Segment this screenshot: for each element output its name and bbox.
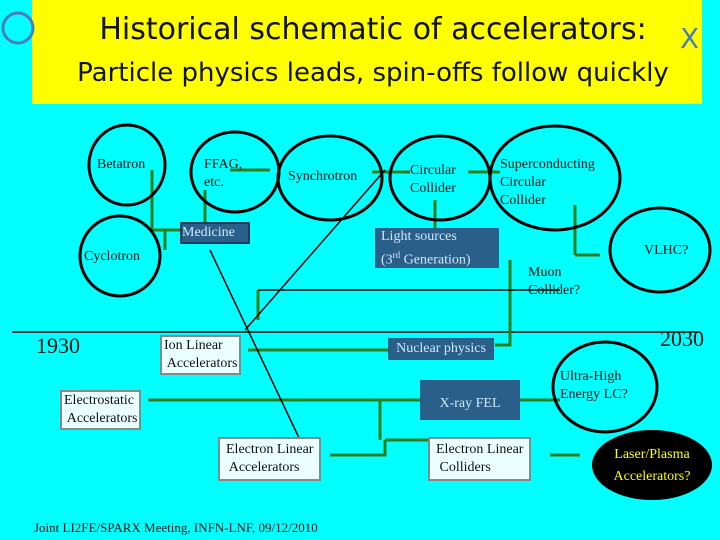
node-ion-linear: Ion Linear Accelerators — [160, 335, 242, 375]
page-title: Historical schematic of accelerators: — [99, 12, 647, 47]
node-ultra-high-lc: Ultra-High Energy LC? — [560, 369, 628, 402]
node-laser-plasma: Laser/Plasma Accelerators? — [592, 430, 712, 500]
year-end: 2030 — [660, 326, 704, 351]
node-cyclotron: Cyclotron — [84, 249, 140, 264]
node-circular-collider: Circular Collider — [410, 163, 456, 196]
node-light-sources: Light sources (3rd Generation) — [375, 228, 499, 268]
node-xray-fel: X-ray FEL — [420, 380, 520, 420]
node-ffag: FFAG, etc. — [204, 157, 243, 190]
node-synchrotron: Synchrotron — [288, 169, 358, 184]
sparx-logo-icon: X — [680, 22, 700, 55]
footer: Joint LI2FE/SPARX Meeting, INFN-LNF, 09/… — [34, 520, 318, 535]
node-vlhc: VLHC? — [644, 243, 689, 258]
node-superconducting-collider: Superconducting Circular Collider — [500, 157, 595, 208]
page-subtitle: Particle physics leads, spin-offs follow… — [77, 58, 669, 88]
node-electrostatic: Electrostatic Accelerators — [60, 390, 142, 430]
year-start: 1930 — [36, 333, 80, 358]
node-electron-linear-colliders: Electron Linear Colliders — [428, 437, 532, 481]
node-muon-collider: Muon Collider? — [528, 265, 581, 298]
node-betatron: Betatron — [97, 157, 146, 172]
infn-logo-icon — [0, 8, 40, 48]
node-electron-linear-accelerators: Electron Linear Accelerators — [218, 437, 322, 481]
title-banner — [32, 0, 702, 104]
node-nuclear-physics: Nuclear physics — [388, 338, 494, 360]
node-medicine: Medicine — [180, 222, 250, 244]
